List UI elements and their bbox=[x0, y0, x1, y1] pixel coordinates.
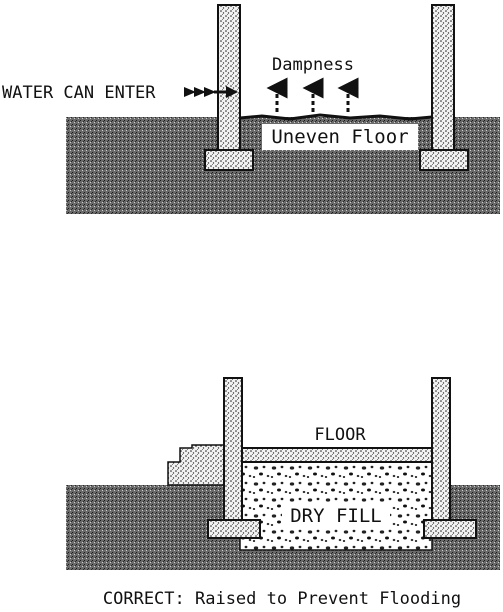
dampness-label: Dampness bbox=[272, 55, 354, 75]
top-left-footing bbox=[204, 149, 254, 171]
top-floor-surface bbox=[239, 113, 433, 121]
exterior-step-fill bbox=[167, 444, 225, 486]
top-diagram: Uneven Floor Dampness WATER CAN ENTER bbox=[2, 4, 500, 214]
water-entry-arrow bbox=[184, 86, 238, 98]
bottom-left-footing bbox=[207, 519, 261, 539]
bottom-right-footing bbox=[423, 519, 477, 539]
correct-caption: CORRECT: Raised to Prevent Flooding bbox=[103, 589, 461, 609]
top-right-wall bbox=[431, 4, 455, 166]
top-right-footing bbox=[419, 149, 469, 171]
dampness-arrows bbox=[266, 77, 359, 112]
water-can-enter-label: WATER CAN ENTER bbox=[2, 83, 156, 103]
uneven-floor-label: Uneven Floor bbox=[271, 126, 408, 148]
top-left-wall bbox=[217, 4, 241, 166]
floor-label: FLOOR bbox=[314, 425, 366, 445]
bottom-left-wall bbox=[223, 377, 243, 539]
bottom-right-wall bbox=[431, 377, 451, 539]
dry-fill-label: DRY FILL bbox=[290, 505, 382, 527]
dry-fill-label-box bbox=[282, 503, 390, 529]
bottom-floor-slab bbox=[239, 447, 433, 463]
uneven-floor-label-box bbox=[262, 124, 418, 150]
bottom-diagram: DRY FILL FLOOR CORRECT: Raised to Preven… bbox=[66, 377, 500, 609]
